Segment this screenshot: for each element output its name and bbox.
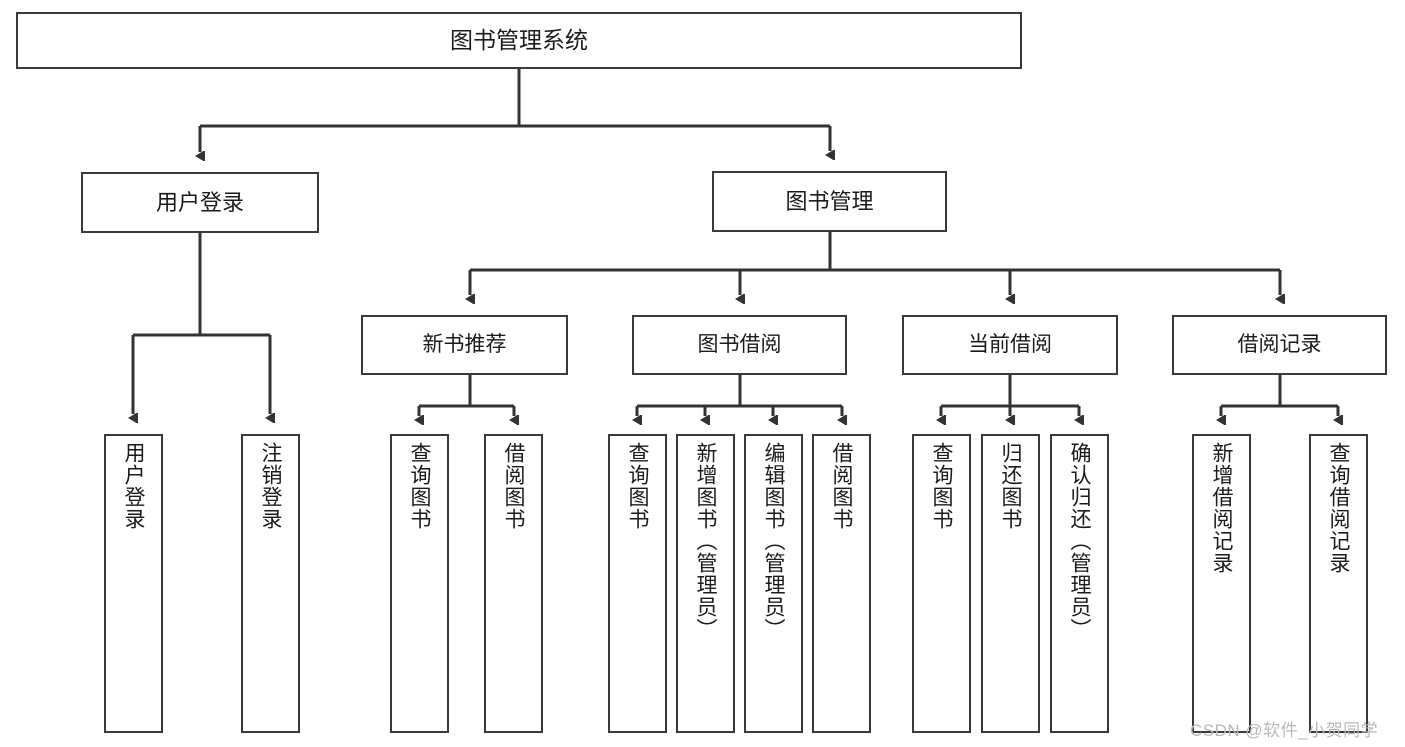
node-book-manage[interactable]: 图书管理 (712, 171, 947, 232)
leaf-user-login-label: 用户登录 (122, 442, 145, 530)
leaf-nbr-borrow[interactable]: 借阅图书 (484, 434, 543, 733)
leaf-user-logout-label: 注销登录 (259, 442, 282, 530)
node-user-login[interactable]: 用户登录 (81, 172, 319, 233)
node-book-borrow[interactable]: 图书借阅 (632, 315, 847, 375)
leaf-bb-add-label: 新增图书（管理员） (694, 442, 717, 640)
leaf-br-query[interactable]: 查询借阅记录 (1309, 434, 1368, 733)
leaf-bb-edit[interactable]: 编辑图书（管理员） (744, 434, 803, 733)
leaf-bb-edit-label: 编辑图书（管理员） (762, 442, 785, 640)
leaf-cb-query[interactable]: 查询图书 (912, 434, 971, 733)
node-user-login-label: 用户登录 (155, 189, 244, 215)
node-book-manage-label: 图书管理 (785, 188, 874, 214)
leaf-cb-return[interactable]: 归还图书 (981, 434, 1040, 733)
leaf-nbr-query-label: 查询图书 (408, 442, 431, 530)
leaf-bb-borrow[interactable]: 借阅图书 (812, 434, 871, 733)
node-borrow-record-label: 借阅记录 (1237, 332, 1322, 356)
node-current-borrow-label: 当前借阅 (968, 332, 1052, 356)
leaf-bb-add[interactable]: 新增图书（管理员） (676, 434, 735, 733)
leaf-user-login[interactable]: 用户登录 (104, 434, 163, 733)
leaf-bb-borrow-label: 借阅图书 (830, 442, 853, 530)
leaf-bb-query-label: 查询图书 (626, 442, 649, 530)
leaf-user-logout[interactable]: 注销登录 (241, 434, 300, 733)
leaf-cb-return-label: 归还图书 (999, 442, 1022, 530)
node-new-book-rec[interactable]: 新书推荐 (361, 315, 568, 375)
csdn-watermark: CSDN @软件_小贺同学 (1190, 721, 1379, 740)
leaf-nbr-query[interactable]: 查询图书 (390, 434, 449, 733)
node-root[interactable]: 图书管理系统 (16, 12, 1022, 69)
leaf-br-query-label: 查询借阅记录 (1327, 442, 1350, 574)
leaf-br-add-label: 新增借阅记录 (1210, 442, 1233, 574)
node-root-label: 图书管理系统 (450, 27, 588, 54)
leaf-nbr-borrow-label: 借阅图书 (502, 442, 525, 530)
node-new-book-rec-label: 新书推荐 (422, 332, 507, 356)
leaf-cb-confirm[interactable]: 确认归还（管理员） (1050, 434, 1109, 733)
node-current-borrow[interactable]: 当前借阅 (902, 315, 1118, 375)
node-borrow-record[interactable]: 借阅记录 (1172, 315, 1387, 375)
leaf-cb-confirm-label: 确认归还（管理员） (1068, 442, 1091, 640)
leaf-bb-query[interactable]: 查询图书 (608, 434, 667, 733)
leaf-cb-query-label: 查询图书 (930, 442, 953, 530)
node-book-borrow-label: 图书借阅 (697, 332, 782, 356)
leaf-br-add[interactable]: 新增借阅记录 (1192, 434, 1251, 733)
